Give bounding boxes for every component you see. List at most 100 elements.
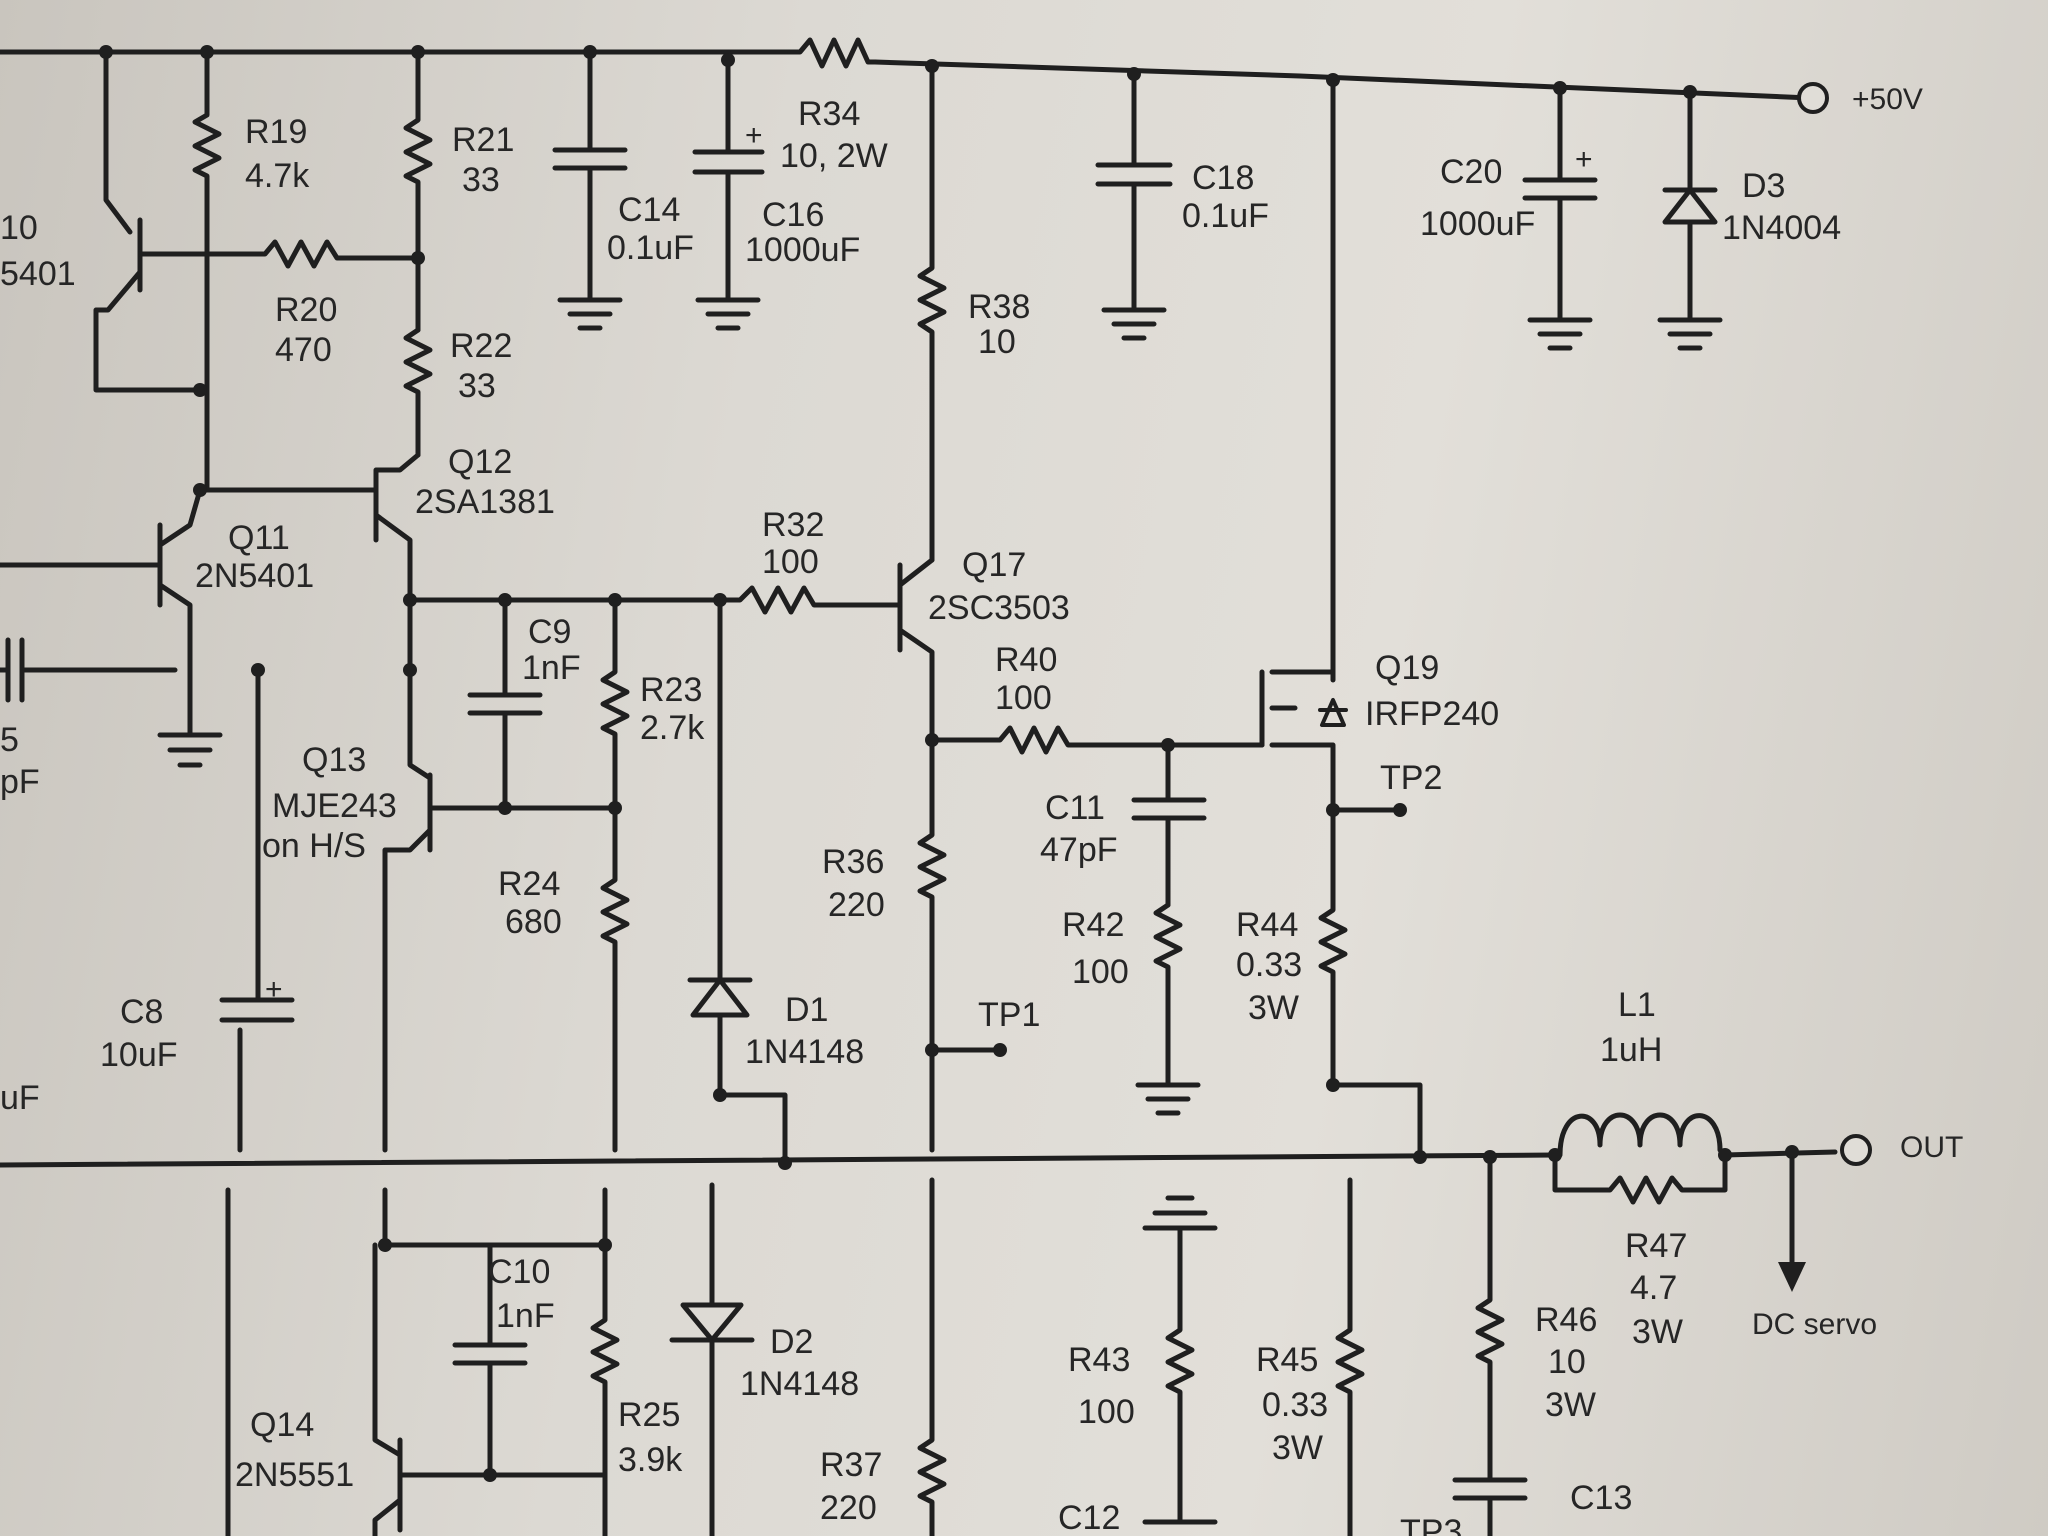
r19-ref: R19 <box>245 113 308 151</box>
q19-part: IRFP240 <box>1365 695 1500 733</box>
d3-ref: D3 <box>1742 167 1786 205</box>
q14-part: 2N5551 <box>235 1456 355 1494</box>
c13-ref: C13 <box>1570 1479 1633 1517</box>
ground-c18 <box>1101 307 1167 341</box>
r37-ref: R37 <box>820 1446 883 1484</box>
c5-ref: 5 <box>0 721 19 759</box>
q13-note: on H/S <box>262 827 366 865</box>
c20-value: 1000uF <box>1420 205 1536 243</box>
c12-ref: C12 <box>1058 1499 1121 1536</box>
c9-value: 1nF <box>522 649 581 687</box>
c9-ref: C9 <box>528 613 572 651</box>
supply-label: +50V <box>1852 83 1923 116</box>
r32-ref: R32 <box>762 506 825 544</box>
q13-ref: Q13 <box>302 741 367 779</box>
r47-value: 4.7 <box>1630 1269 1678 1307</box>
q11-body <box>0 487 203 738</box>
c8-polarity: + <box>265 973 283 1006</box>
l1-ref: L1 <box>1618 986 1656 1024</box>
r44-ref: R44 <box>1236 906 1299 944</box>
r25-value: 3.9k <box>618 1441 683 1479</box>
c11-capacitor <box>1131 742 1207 908</box>
r21-ref: R21 <box>452 121 515 159</box>
r45-ref: R45 <box>1256 1341 1319 1379</box>
c8-ref: C8 <box>120 993 164 1031</box>
c10-ref: C10 <box>488 1253 551 1291</box>
tp1-label: TP1 <box>978 996 1041 1034</box>
r40-ref: R40 <box>995 641 1058 679</box>
ground-c16 <box>695 297 761 331</box>
q10-part: 5401 <box>0 255 76 293</box>
r45-rating: 3W <box>1272 1429 1323 1467</box>
c16-value: 1000uF <box>745 231 861 269</box>
r44-value: 0.33 <box>1236 946 1303 984</box>
output-label: OUT <box>1900 1131 1964 1164</box>
q19-ref: Q19 <box>1375 649 1440 687</box>
ground-c20 <box>1527 317 1593 351</box>
q10-body <box>93 217 203 393</box>
r43-ref: R43 <box>1068 1341 1131 1379</box>
q17-ref: Q17 <box>962 546 1027 584</box>
r42-resistor <box>1153 902 1183 1088</box>
r36-value: 220 <box>828 886 885 924</box>
r23-value: 2.7k <box>640 709 705 747</box>
r34-resistor <box>787 37 878 69</box>
q12-ref: Q12 <box>448 443 513 481</box>
r36-ref: R36 <box>822 843 885 881</box>
r44-resistor <box>1318 807 1423 1161</box>
c20-ref: C20 <box>1440 153 1503 191</box>
c11-value: 47pF <box>1040 831 1118 869</box>
c5-value: pF <box>0 763 40 801</box>
c16-ref: C16 <box>762 196 825 234</box>
q13-body <box>382 597 618 1153</box>
r19-resistor <box>192 49 222 493</box>
r23-resistor <box>600 597 630 811</box>
q10-emitter-wire <box>103 49 133 235</box>
q14-ref: Q14 <box>250 1406 315 1444</box>
c16-polarity: + <box>745 119 763 152</box>
d3-part: 1N4004 <box>1722 209 1842 247</box>
c9-capacitor <box>467 597 543 811</box>
r24-resistor <box>600 805 630 1153</box>
q12-body <box>197 452 421 603</box>
r43-resistor <box>1142 1225 1218 1525</box>
r32-resistor <box>407 585 903 615</box>
l1-inductor <box>1552 1112 1838 1158</box>
r34-value: 10, 2W <box>780 137 888 175</box>
c8-value: 10uF <box>100 1036 178 1074</box>
r20-ref: R20 <box>275 291 338 329</box>
ground-d3 <box>1657 317 1723 351</box>
tp3-partial-label: TP3 <box>1400 1513 1463 1536</box>
r45-value: 0.33 <box>1262 1386 1329 1424</box>
r46-rating: 3W <box>1545 1386 1596 1424</box>
c18-value: 0.1uF <box>1182 197 1269 235</box>
r46-value: 10 <box>1548 1343 1586 1381</box>
r43-value: 100 <box>1078 1393 1135 1431</box>
q12-part: 2SA1381 <box>415 483 555 521</box>
c14-value: 0.1uF <box>607 229 694 267</box>
ground-q11 <box>157 732 223 768</box>
r47-resistor <box>1552 1152 1728 1205</box>
d2-part: 1N4148 <box>740 1365 860 1403</box>
c8-capacitor <box>219 667 295 1153</box>
r37-resistor <box>917 1177 947 1536</box>
r45-resistor <box>1335 1177 1365 1536</box>
d1-ref: D1 <box>785 991 829 1029</box>
r46-resistor <box>1475 1155 1505 1483</box>
c10-capacitor <box>382 1187 608 1478</box>
r36-resistor <box>917 737 947 1153</box>
d3-diode <box>1662 87 1718 323</box>
r44-rating: 3W <box>1248 989 1299 1027</box>
output-terminal <box>1840 1134 1872 1166</box>
r42-value: 100 <box>1072 953 1129 991</box>
r47-ref: R47 <box>1625 1227 1688 1265</box>
d1-part: 1N4148 <box>745 1033 865 1071</box>
r37-value: 220 <box>820 1489 877 1527</box>
d1-diode <box>687 597 788 1166</box>
ground-c14 <box>557 297 623 331</box>
r47-rating: 3W <box>1632 1313 1683 1351</box>
q19-body-diode <box>1318 698 1348 727</box>
c18-ref: C18 <box>1192 159 1255 197</box>
r19-value: 4.7k <box>245 157 310 195</box>
